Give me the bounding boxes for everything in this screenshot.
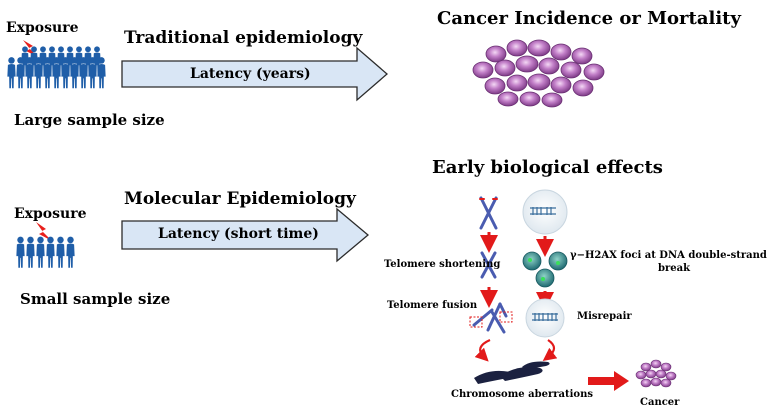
diagram-graphics bbox=[7, 39, 677, 391]
chromosome-x-icon bbox=[479, 196, 498, 230]
molecular-epidemiology-label: Molecular Epidemiology bbox=[124, 189, 356, 209]
fusion-box bbox=[469, 316, 483, 328]
dna-damage-bubble bbox=[522, 189, 568, 235]
chromosome-aberration-icon bbox=[474, 361, 550, 384]
cancer-cells-cluster bbox=[472, 39, 605, 108]
latency-arrow-bottom bbox=[121, 207, 370, 263]
cancer-cells-small-cluster bbox=[635, 359, 677, 388]
h2ax-foci-nuclei-icon bbox=[522, 251, 568, 288]
early-biological-effects-label: Early biological effects bbox=[432, 157, 663, 178]
diagram: Exposure Traditional epidemiology Latenc… bbox=[6, 8, 767, 408]
latency-arrow-top bbox=[121, 46, 388, 102]
fusion-box bbox=[499, 311, 513, 323]
lightning-icon bbox=[36, 222, 52, 241]
curved-red-arrow bbox=[474, 338, 491, 362]
latency-years-label: Latency (years) bbox=[190, 66, 311, 82]
curved-red-arrow bbox=[542, 339, 558, 361]
cancer-incidence-label: Cancer Incidence or Mortality bbox=[437, 8, 741, 29]
cancer-label: Cancer bbox=[640, 397, 680, 408]
large-crowd-icon bbox=[7, 46, 106, 89]
dna-helix-icon bbox=[532, 313, 558, 321]
telomere-fusion-label: Telomere fusion bbox=[387, 300, 478, 311]
misrepair-bubble bbox=[525, 298, 565, 338]
latency-short-time-label: Latency (short time) bbox=[158, 226, 319, 242]
telomere-shortening-label: Telomere shortening bbox=[384, 259, 501, 270]
large-sample-size-label: Large sample size bbox=[14, 111, 165, 129]
small-sample-size-label: Small sample size bbox=[20, 290, 171, 308]
telomere-fusion-icon bbox=[472, 302, 508, 334]
h2ax-label-line1: γ−H2AX foci at DNA double-strand bbox=[570, 250, 767, 261]
chromosome-x-shortened-icon bbox=[480, 251, 497, 279]
small-crowd-icon bbox=[16, 236, 75, 268]
dna-helix-icon bbox=[530, 207, 556, 215]
chromosome-aberrations-label: Chromosome aberrations bbox=[451, 389, 593, 400]
exposure-label-top: Exposure bbox=[6, 20, 79, 36]
exposure-label-bottom: Exposure bbox=[14, 206, 87, 222]
traditional-epidemiology-label: Traditional epidemiology bbox=[124, 28, 363, 48]
h2ax-label-line2: break bbox=[658, 263, 691, 274]
misrepair-label: Misrepair bbox=[577, 311, 632, 322]
lightning-icon bbox=[23, 40, 38, 57]
big-red-arrow bbox=[588, 371, 629, 391]
